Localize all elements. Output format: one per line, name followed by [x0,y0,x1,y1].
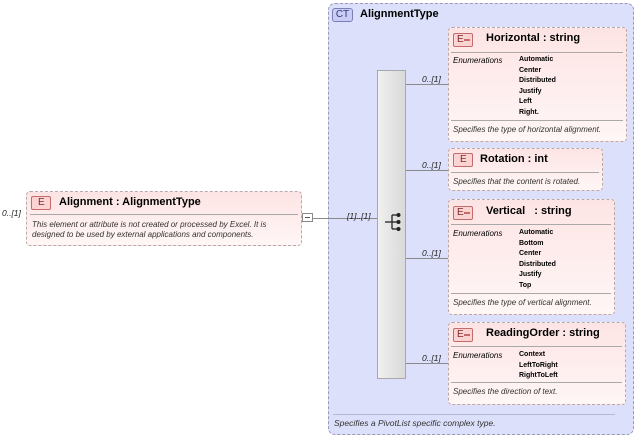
enumerations-label: Enumerations [453,229,503,238]
rotation-element-description: Specifies that the content is rotated. [453,177,581,186]
readingorder-element-description: Specifies the direction of text. [453,387,558,396]
element-separator [451,382,622,383]
enumeration-value: Center [519,66,542,74]
root-element-title: Alignment : AlignmentType [59,196,201,208]
enumeration-value: Right. [519,108,539,116]
vertical-element-box[interactable] [448,199,615,315]
element-icon: E [453,153,473,167]
element-separator [451,346,622,347]
root-element-separator [30,214,298,215]
enumeration-value: RightToLeft [519,372,558,380]
enumeration-list: Automatic Bottom Center Distributed Just… [519,228,556,292]
element-icon: E [453,206,473,220]
child-cardinality: 0..[1] [422,74,441,84]
enumeration-value: Distributed [519,260,556,268]
enumeration-value: Justify [519,87,542,95]
sequence-compositor[interactable] [377,70,406,379]
vertical-element-title: Vertical : string [486,205,572,217]
enumeration-list: Automatic Center Distributed Justify Lef… [519,55,556,119]
connector-line [406,84,448,85]
sequence-icon [385,213,401,231]
element-separator [451,52,623,53]
enumeration-value: Top [519,281,532,289]
child-cardinality: 0..[1] [422,160,441,170]
root-element-box[interactable] [26,191,302,246]
enumeration-list: Context LeftToRight RightToLeft [519,350,558,382]
element-separator [451,293,611,294]
element-icon: E [453,33,473,47]
horizontal-element-box[interactable] [448,27,627,142]
readingorder-element-box[interactable] [448,322,626,405]
complex-type-badge: CT [332,8,353,22]
root-element-description-line: This element or attribute is not created… [32,220,267,229]
enumeration-value: Automatic [519,56,554,63]
enumeration-value: Left [519,98,532,106]
element-separator [451,120,623,121]
complex-type-title: AlignmentType [360,8,439,20]
complex-type-separator [333,414,615,415]
sequence-cardinality: [1]..[1] [347,211,371,221]
readingorder-element-title: ReadingOrder : string [486,327,600,339]
complex-type-description: Specifies a PivotList specific complex t… [334,418,496,428]
enumerations-label: Enumerations [453,56,503,65]
rotation-element-box[interactable] [448,148,603,191]
enumeration-value: Justify [519,271,542,279]
horizontal-element-description: Specifies the type of horizontal alignme… [453,125,602,134]
connector-line [406,170,448,171]
vertical-element-description: Specifies the type of vertical alignment… [453,298,592,307]
enumeration-value: Context [519,351,546,358]
enumeration-value: Distributed [519,77,556,85]
root-cardinality: 0..[1] [2,208,21,218]
connector-line [406,258,448,259]
element-icon: E [31,196,51,210]
element-separator [451,224,611,225]
root-element-description-line: designed to be used by external applicat… [32,230,254,239]
connector-line [313,218,377,219]
rotation-element-title: Rotation : int [480,153,548,165]
element-icon: E [453,328,473,342]
element-separator [451,172,599,173]
enumeration-value: Center [519,250,542,258]
connector-line [406,363,448,364]
child-cardinality: 0..[1] [422,353,441,363]
enumerations-label: Enumerations [453,351,503,360]
enumeration-value: Automatic [519,229,554,236]
enumeration-value: Bottom [519,239,544,247]
collapse-toggle[interactable] [302,213,313,222]
child-cardinality: 0..[1] [422,248,441,258]
enumeration-value: LeftToRight [519,361,558,369]
horizontal-element-title: Horizontal : string [486,32,581,44]
